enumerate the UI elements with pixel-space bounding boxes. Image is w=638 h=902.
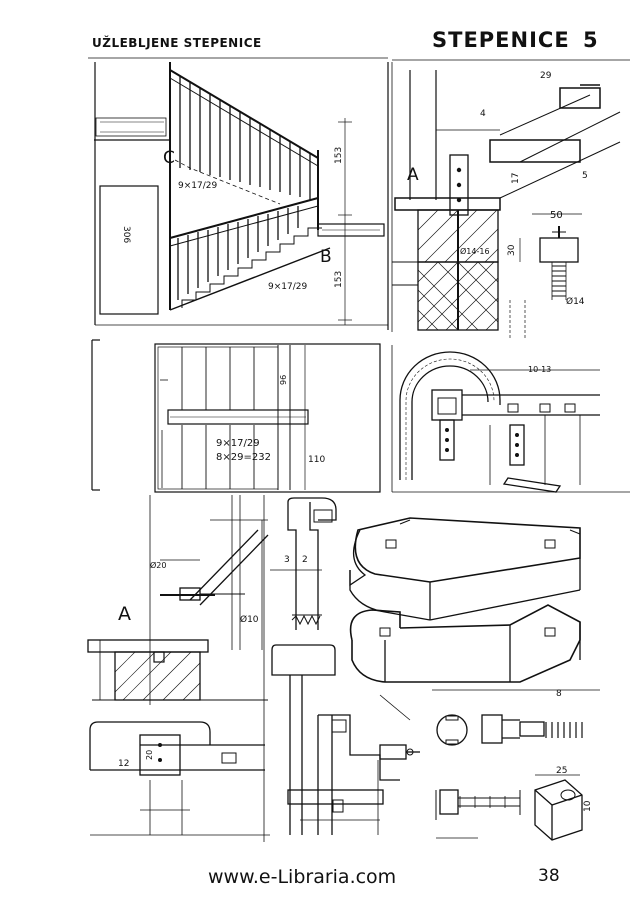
dim-50: 50 [550, 210, 563, 221]
dim-8: 8 [556, 689, 562, 699]
dim-stair-upper: 9×17/29 [178, 181, 217, 191]
bolt-fittings [432, 689, 600, 841]
dim-10-13: 10-13 [528, 365, 551, 374]
dim-height-153b: 153 [334, 271, 344, 288]
label-detail-a-lower: A [118, 603, 131, 625]
dim-17: 17 [511, 173, 521, 184]
stair-elevation [88, 57, 389, 330]
dim-plan-width: 110 [308, 455, 325, 465]
label-detail-c: C [163, 148, 175, 168]
dim-stair-lower: 9×17/29 [268, 282, 307, 292]
label-detail-b: B [320, 247, 332, 267]
dim-96: 96 [279, 375, 288, 385]
dim-25: 25 [556, 766, 567, 776]
dim-2: 2 [302, 555, 308, 565]
dim-plan-2: 8×29=232 [216, 452, 271, 463]
bolt-dia-14: Ø14 [566, 296, 585, 307]
dim-4: 4 [480, 109, 486, 119]
detail-a-lower [87, 495, 269, 705]
dim-12: 12 [118, 759, 129, 769]
chapter-number: 5 [583, 28, 598, 52]
chapter-title: STEPENICE [432, 28, 570, 52]
dim-plan-1: 9×17/29 [216, 438, 260, 449]
dim-10: 10 [583, 800, 593, 812]
section-title: UŽLEBLJENE STEPENICE [92, 36, 262, 50]
footer-page-number: 38 [538, 866, 560, 886]
handrail-plan [391, 345, 630, 493]
stair-plan [91, 339, 381, 493]
dim-20: 20 [145, 750, 154, 760]
dim-height-306: 306 [121, 226, 131, 243]
tread-3d-views [349, 517, 581, 683]
bolt-dia-14-16: Ø14-16 [460, 246, 490, 256]
footer-website[interactable]: www.e-Libraria.com [208, 866, 397, 888]
dim-30: 30 [507, 244, 517, 256]
handrail-end-detail [89, 721, 270, 836]
label-detail-a: A [407, 165, 419, 185]
dim-3: 3 [284, 555, 290, 565]
dim-5: 5 [582, 171, 588, 181]
dim-height-153: 153 [334, 147, 344, 164]
bolt-dia-20: Ø20 [150, 560, 166, 570]
detail-a-section [391, 59, 630, 340]
dim-29: 29 [540, 71, 552, 81]
post-sections [263, 495, 420, 842]
bolt-dia-10: Ø10 [240, 614, 259, 625]
